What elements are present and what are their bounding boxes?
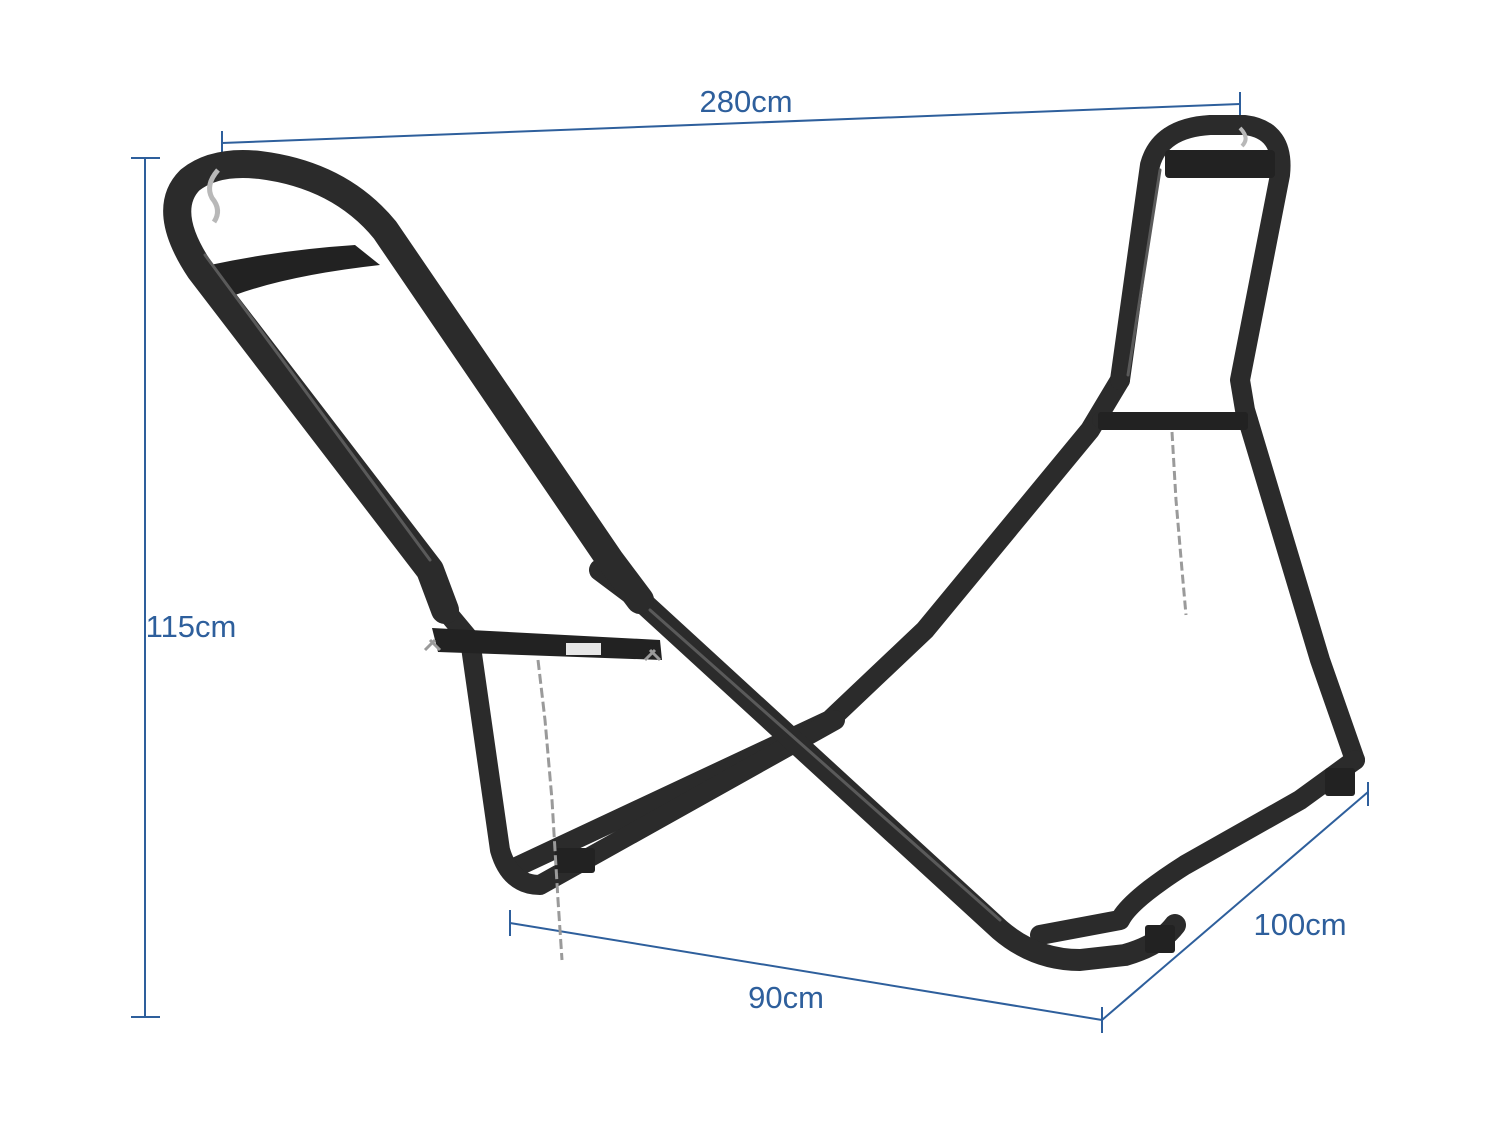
depth-label: 90cm (748, 980, 824, 1015)
height-label: 115cm (146, 609, 237, 644)
s-hook-left (207, 168, 220, 224)
width-label: 280cm (699, 84, 792, 119)
wing-nut-left (423, 638, 442, 652)
wing-nut-right (643, 648, 662, 662)
dimension-depth-side: 100cm (1101, 782, 1369, 1021)
dimension-depth: 90cm (509, 910, 1103, 1033)
s-hook-right (1238, 126, 1248, 148)
chain-left (536, 659, 564, 961)
chain-right (1170, 431, 1188, 616)
hanging-hardware (207, 126, 1248, 961)
dimension-width: 280cm (221, 84, 1241, 155)
label-sticker (566, 643, 601, 655)
depth-side-label: 100cm (1253, 907, 1346, 942)
foot-pad-center (1145, 925, 1175, 953)
dimension-height: 115cm (131, 157, 237, 1018)
foot-pad-right (1325, 768, 1355, 796)
foot-pad-left (555, 848, 595, 873)
hammock-frame (163, 115, 1365, 971)
